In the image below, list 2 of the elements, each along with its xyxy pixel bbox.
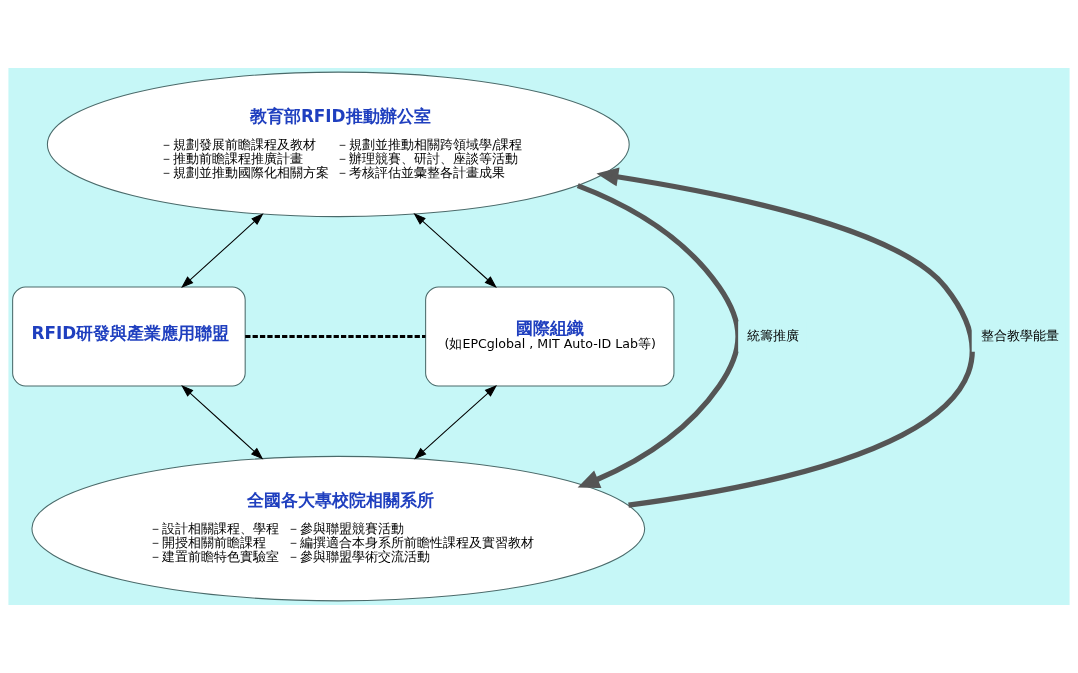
edge-label: 統籌推廣 — [747, 328, 800, 344]
edge-label: 整合教學能量 — [980, 328, 1059, 344]
